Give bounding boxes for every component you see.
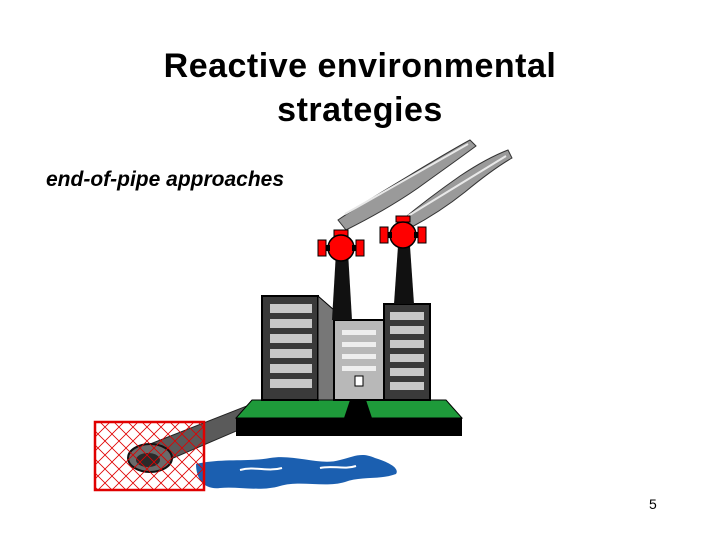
right-building [383,303,431,401]
title-line-1: Reactive environmental [163,47,557,85]
slide-title: Reactive environmental strategies [0,44,720,132]
center-building [333,319,385,401]
smoke-plume-left [337,139,477,231]
factory-ground [234,399,464,436]
slide-subtitle: end-of-pipe approaches [46,168,285,191]
end-of-pipe-filter-box [93,420,206,492]
polluted-water [196,454,397,489]
smokestack-right [394,246,414,304]
title-line-2: strategies [277,91,443,129]
smokestack-left [332,252,352,320]
valve-icon-right [379,215,427,249]
page-number: 5 [649,496,657,512]
left-building [261,294,335,401]
valve-icon-left [317,229,365,262]
smoke-plume-right [401,149,513,229]
